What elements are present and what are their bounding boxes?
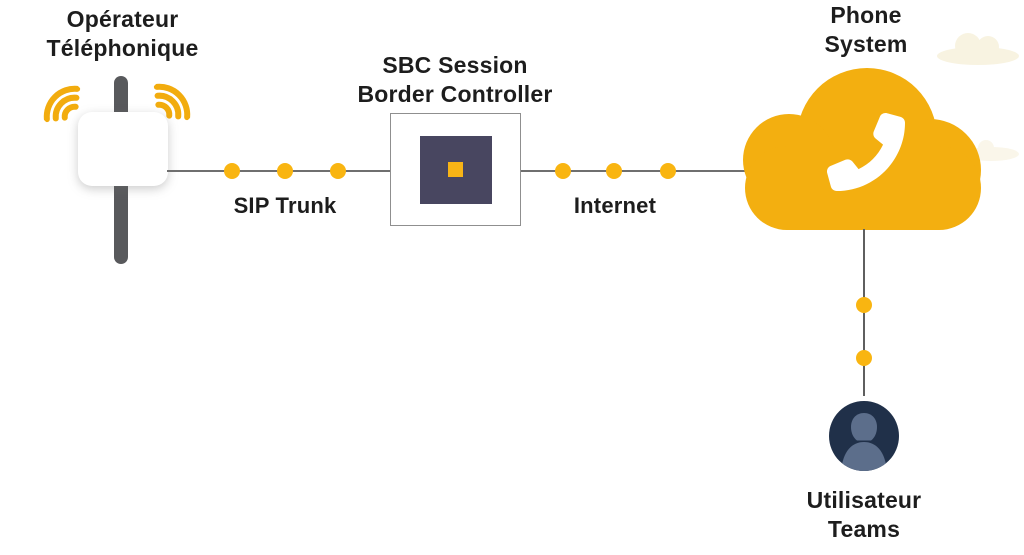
- sbc-label-line2: Border Controller: [357, 81, 553, 107]
- teams-user-label: Utilisateur Teams: [764, 486, 964, 544]
- sbc-label-line1: SBC Session: [382, 52, 528, 78]
- person-silhouette-icon: [841, 413, 887, 471]
- sbc-label: SBC Session Border Controller: [330, 51, 580, 109]
- antenna-unit-icon: [78, 112, 168, 186]
- teams-user-label-line1: Utilisateur: [806, 487, 922, 513]
- operator-label: Opérateur Téléphonique: [0, 5, 245, 63]
- sbc-core-square: [448, 162, 463, 177]
- sip-trunk-label: SIP Trunk: [233, 193, 337, 218]
- connection-dot: [660, 163, 676, 179]
- operator-label-line2: Téléphonique: [46, 35, 199, 61]
- wifi-signal-icon: [43, 85, 81, 123]
- wifi-signal-icon: [153, 83, 191, 121]
- phone-handset-icon: [827, 113, 905, 191]
- user-avatar-icon: [829, 401, 899, 471]
- teams-user-label-line2: Teams: [827, 516, 901, 542]
- connection-dot: [856, 297, 872, 313]
- sbc-device-icon: [390, 113, 521, 226]
- connection-dot: [555, 163, 571, 179]
- internet-line: [521, 170, 746, 172]
- connection-dot: [606, 163, 622, 179]
- connection-dot: [856, 350, 872, 366]
- phone-system-label: Phone System: [766, 1, 966, 59]
- phone-system-label-line1: Phone: [830, 2, 902, 28]
- internet-label: Internet: [573, 193, 657, 218]
- connection-dot: [330, 163, 346, 179]
- operator-label-line1: Opérateur: [66, 6, 179, 32]
- phone-system-label-line2: System: [824, 31, 908, 57]
- cloud-icon: [743, 68, 981, 230]
- connection-dot: [224, 163, 240, 179]
- sbc-inner-square: [419, 135, 492, 204]
- connection-dot: [277, 163, 293, 179]
- background-cloud-icon: [937, 33, 1019, 65]
